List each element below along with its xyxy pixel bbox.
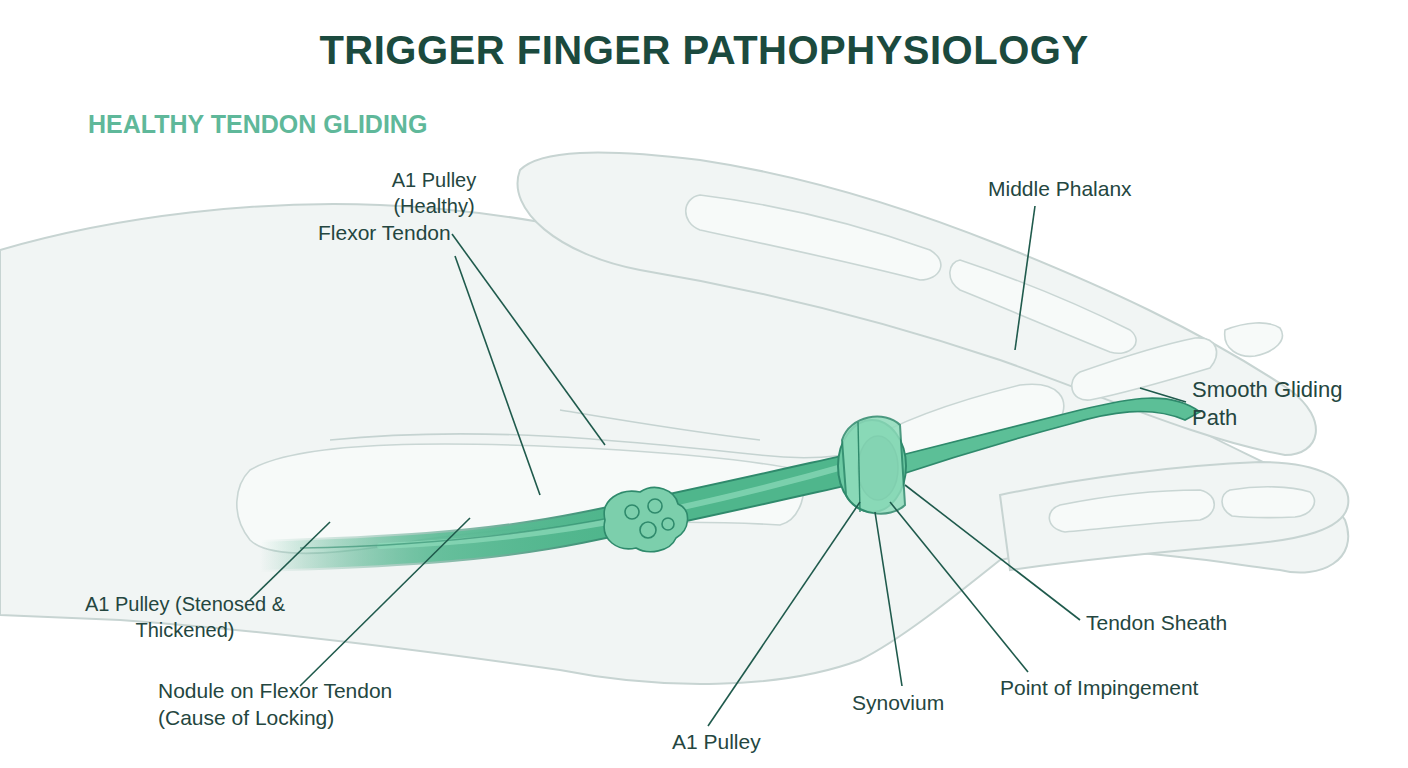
upper-finger-bone xyxy=(950,260,1136,353)
leader-line xyxy=(452,234,605,445)
tendon-nodule xyxy=(604,488,687,552)
part-label: Flexor Tendon xyxy=(318,220,488,247)
leader-line xyxy=(708,502,860,726)
distal-phalanx xyxy=(1225,323,1283,356)
leader-line xyxy=(1015,206,1035,350)
lower-finger-bone xyxy=(1222,487,1314,518)
nodule-bump xyxy=(625,505,639,519)
flexor-tendon xyxy=(260,398,1200,556)
leader-line xyxy=(875,512,902,686)
tendon-distal xyxy=(890,398,1200,478)
nodule-bump xyxy=(640,522,656,538)
hand-outline xyxy=(0,153,1348,684)
part-label: Point of Impingement xyxy=(1000,675,1270,702)
lower-finger-bone xyxy=(1049,490,1214,532)
leader-line xyxy=(1140,388,1186,402)
tendon-body xyxy=(260,465,870,556)
nodule-bump xyxy=(648,499,662,513)
tendon-split-line xyxy=(300,516,620,548)
a1-pulley-ring xyxy=(838,417,906,514)
part-label: Synovium xyxy=(852,690,982,717)
nodule xyxy=(604,488,687,552)
part-label: Tendon Sheath xyxy=(1086,610,1286,637)
subtitle: HEALTHY TENDON GLIDING xyxy=(88,108,508,140)
sheath-line xyxy=(330,434,900,458)
part-label: Smooth Gliding Path xyxy=(1192,376,1377,432)
leader-line xyxy=(455,256,540,495)
part-label: A1 Pulley (Healthy) xyxy=(378,168,490,219)
tendon-edge xyxy=(260,465,870,556)
title: TRIGGER FINGER PATHOPHYSIOLOGY xyxy=(0,28,1408,73)
pulley-band xyxy=(858,422,860,512)
part-label: A1 Pulley (Stenosed & Thickened) xyxy=(40,592,330,643)
pulley-front xyxy=(842,417,905,514)
upper-finger-bone xyxy=(686,195,941,280)
tendon-sheath xyxy=(330,410,900,458)
part-label: A1 Pulley xyxy=(672,729,812,756)
leader-line xyxy=(300,518,470,686)
nodule-bump xyxy=(662,518,674,530)
part-label: Nodule on Flexor Tendon (Cause of Lockin… xyxy=(158,678,420,732)
part-label: Middle Phalanx xyxy=(988,176,1178,203)
leader-line xyxy=(250,522,330,600)
leader-lines xyxy=(250,206,1186,726)
leader-line xyxy=(890,502,1028,672)
lower-finger xyxy=(1000,462,1348,570)
